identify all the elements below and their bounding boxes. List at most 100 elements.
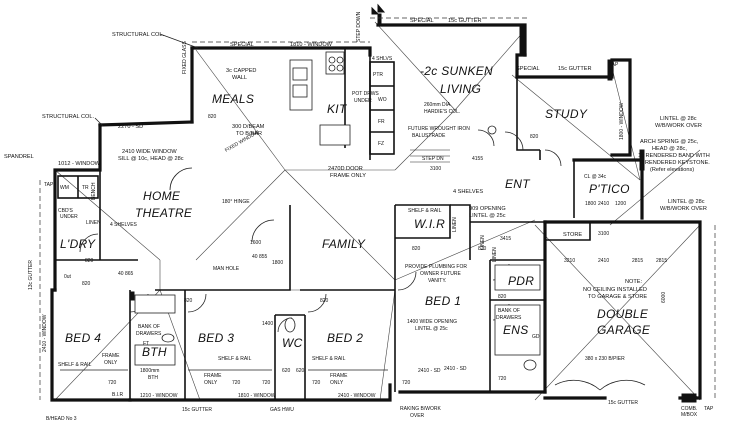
dim-1800: 1800 [585,201,596,207]
room-study: STUDY [545,107,588,121]
note-window-1810: 1810 - WINDOW [290,42,333,48]
dim-6000: 6000 [661,292,667,303]
note-ens-gd: GD [532,334,540,340]
room-wir: W.I.R [414,217,445,231]
note-shelf-rail-bed3: SHELF & RAIL [218,356,252,362]
note-shelf-rail-wir: SHELF & RAIL [408,208,442,214]
note-capped-wall-1: 3c CAPPED [226,68,256,74]
room-labels: MEALS KIT -2c SUNKEN LIVING STUDY HOME T… [60,64,651,359]
note-comb-mbox-2: M/BOX [681,412,698,418]
note-wo: WO [378,97,387,103]
note-window-2410-sd: 2410 - SD [418,368,441,374]
note-wm: WM [60,185,69,191]
room-ent: ENT [505,177,531,191]
note-arch-4: RENDERED KEYSTONE. [645,160,710,166]
room-sunken-living-line2: LIVING [440,82,481,96]
room-wc: WC [282,336,303,350]
note-bank-drawers-bth-1: BANK OF [138,324,160,330]
interior-walls [55,48,591,400]
note-arch-1: ARCH SPRING @ 25c, [640,139,699,145]
dim-720-a: 720 [108,380,117,386]
room-bed1: BED 1 [425,294,461,308]
dim-3100: 3100 [430,166,441,172]
dim-40-865: 40 865 [118,271,134,277]
note-arch-3: 1c RENDERED BAND WITH [638,153,710,159]
dim-820-g: 820 [184,298,193,304]
note-frame-only-bed3-1: FRAME [204,373,222,379]
note-lintel-top-2: W/B/WORK OVER [655,123,702,129]
note-window-1810-bottom: 1810 - WINDOW [238,393,276,399]
note-window-2410-left: 2410 - WINDOW [42,314,48,352]
note-ens-linen: LINEN [492,247,498,262]
note-ft: FT [143,341,149,347]
dim-720-c: 720 [262,380,271,386]
note-cbd-1: CBD'S [58,208,74,214]
note-bench: BENCH [91,182,97,200]
room-double-garage-line1: DOUBLE [597,307,649,321]
dim-1200: 1200 [615,201,626,207]
note-window-1800: 1800 - WINDOW [619,102,625,140]
dim-820-ens: 820 [498,294,507,300]
note-shelves-4: 4 SHLVS [372,56,393,62]
dim-0ut: 0ut [64,274,72,280]
note-shelves-4-ent: 4 SHELVES [453,189,483,195]
room-ens: ENS [503,323,529,337]
note-provide-plumbing-1: PROVIDE PLUMBING FOR [405,264,467,270]
room-sunken-living-line1: -2c SUNKEN [420,64,493,78]
note-tr: TR [82,185,89,191]
note-raking-1: RAKING B/WORK [400,406,442,412]
dim-720-f: 720 [402,380,411,386]
note-shelf-rail-bed4: SHELF & RAIL [58,362,92,368]
note-lintel-mid-2: W/B/WORK OVER [660,206,707,212]
note-fz: FZ [378,141,384,147]
dim-820-h: 820 [85,258,94,264]
dim-3415: 3415 [500,236,511,242]
note-frame-only-bed4-1: FRAME [102,353,120,359]
note-future-wrought-1: FUTURE WROUGHT IRON [408,126,470,132]
room-family: FAMILY [322,237,366,251]
note-window-bth-2: BTH [148,375,158,381]
dim-2815-a: 2815 [632,258,643,264]
note-cbd-2: UNDER [60,214,78,220]
room-meals: MEALS [212,92,254,106]
note-gutter-15c-right: 15c GUTTER [558,66,592,72]
note-structural-col-left: STRUCTURAL COL. [42,114,94,120]
note-shelf-rail-bed2: SHELF & RAIL [312,356,346,362]
room-bed3: BED 3 [198,331,234,345]
dim-820-e: 820 [82,281,91,287]
fixtures [39,3,716,403]
note-opening-909-1: 909 OPENING [469,206,506,212]
note-bir: B.I.R [112,392,124,398]
note-gutter-bottom-1: 15c GUTTER [182,407,212,413]
note-pot-drawers-2: UNDER [354,98,372,104]
note-opening-1400-2: LINTEL @ 25c [415,326,448,332]
note-linen-ent: LINEN [452,217,458,232]
note-door-2470-1: 2470D DOOR [328,166,363,172]
note-structural-col-top: STRUCTURAL COL. [112,32,164,38]
dim-3100b: 3100 [598,231,609,237]
note-step-down: STEP DOWN [356,11,362,42]
dim-820-d: 820 [478,246,487,252]
note-frame-only-bed4-2: ONLY [104,360,118,366]
note-hinge: 180° HINGE [222,199,250,205]
note-pier: 380 x 230 B/PIER [585,356,625,362]
dim-820-c: 820 [412,246,421,252]
dim-620-wc: 620 [296,368,305,374]
note-garage-note-1: NOTE: [625,279,643,285]
note-arch-5: (Refer elevations) [650,167,694,173]
note-future-wrought-2: BALUSTRADE [412,133,446,139]
note-beam-300-2: TO B/BAR [236,131,262,137]
note-opening-909-2: LINTEL @ 25c [469,213,506,219]
room-bed2: BED 2 [327,331,363,345]
note-door-2470-2: FRAME ONLY [330,173,366,179]
note-gutter-bottom-2: 15c GUTTER [608,400,638,406]
note-window-2410-ht-2: SILL @ 10c, HEAD @ 28c [118,156,184,162]
note-bhead: B/HEAD No 3 [46,416,77,422]
room-double-garage-line2: GARAGE [597,323,651,337]
note-window-1210: 1210 - WINDOW [140,393,178,399]
dim-720-d: 720 [312,380,321,386]
note-frame-only-bed2-1: FRAME [330,373,348,379]
dim-2410: 2410 [598,258,609,264]
room-store: STORE [563,232,582,238]
